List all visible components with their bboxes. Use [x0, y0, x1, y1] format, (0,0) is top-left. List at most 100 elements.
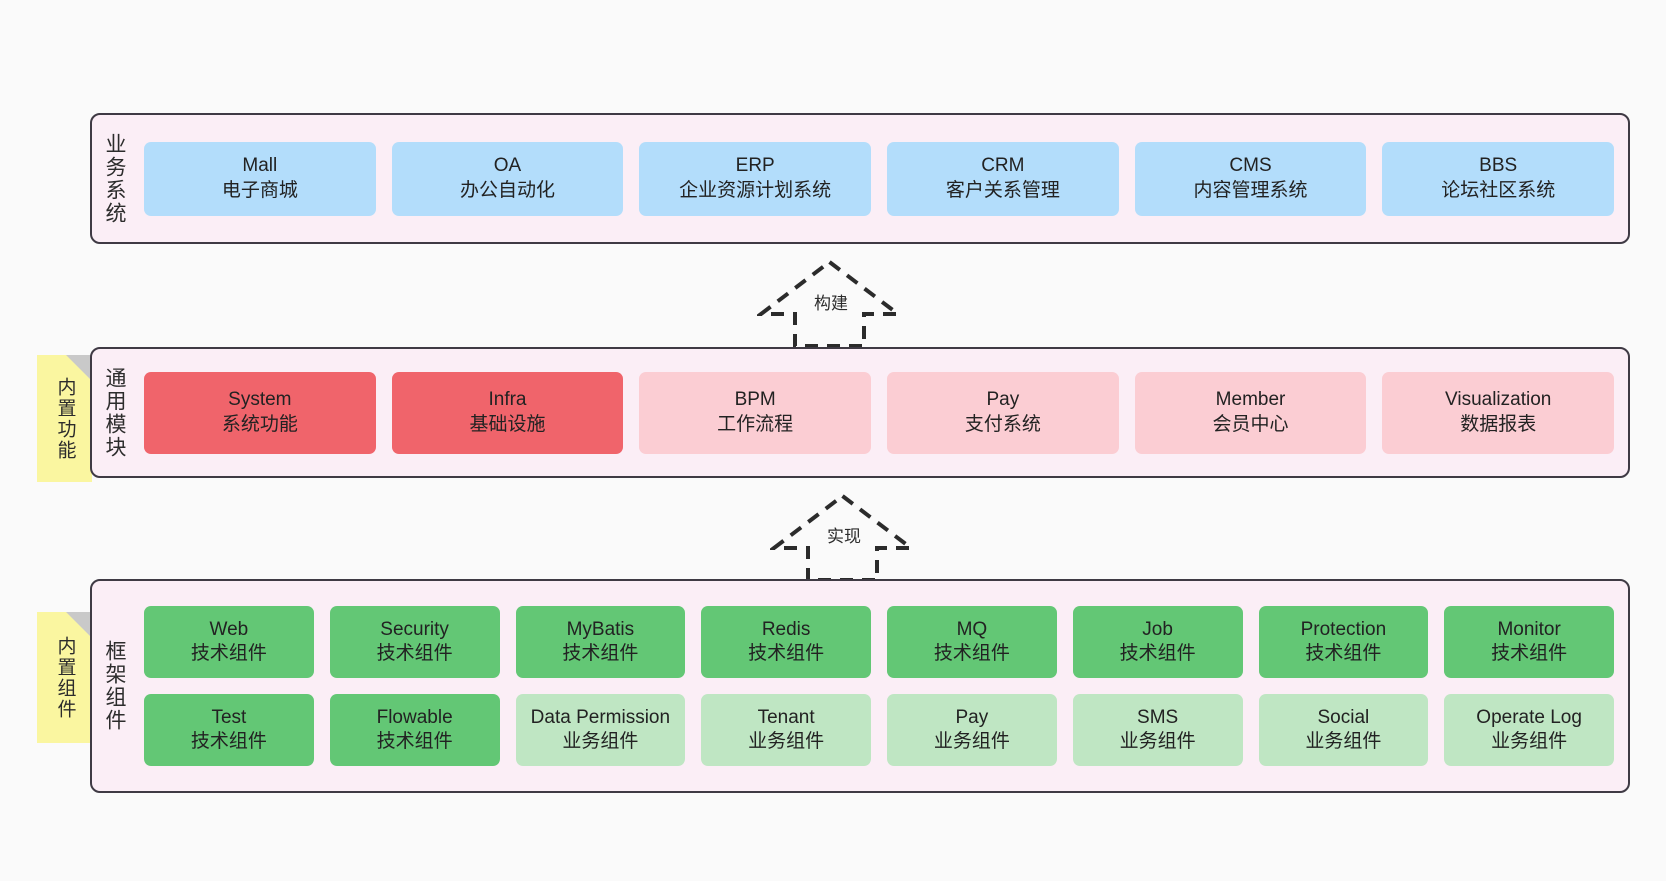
card-subtitle: 技术组件	[562, 643, 639, 664]
card-mq[interactable]: MQ 技术组件	[887, 606, 1057, 678]
card-title: Test	[211, 706, 247, 728]
card-sms[interactable]: SMS 业务组件	[1072, 694, 1243, 766]
card-test[interactable]: Test 技术组件	[144, 694, 314, 766]
layer-framework-components: 框架组件 Web 技术组件 Security 技术组件 MyBatis 技术组件…	[90, 579, 1630, 793]
connector-build-arrow-icon	[757, 259, 902, 348]
card-pay-component[interactable]: Pay 业务组件	[887, 694, 1057, 766]
card-title: MyBatis	[566, 618, 635, 640]
card-title: CMS	[1229, 155, 1272, 177]
card-subtitle: 业务组件	[562, 731, 639, 752]
card-title: Flowable	[376, 706, 453, 728]
card-subtitle: 技术组件	[933, 643, 1010, 664]
card-subtitle: 企业资源计划系统	[679, 179, 832, 201]
card-title: Tenant	[757, 706, 815, 728]
card-subtitle: 技术组件	[376, 643, 453, 664]
layer-title-business-systems: 业务系统	[103, 132, 127, 225]
card-row: Test 技术组件 Flowable 技术组件 Data Permission …	[144, 694, 1614, 766]
card-subtitle: 数据报表	[1460, 413, 1537, 435]
card-subtitle: 技术组件	[1305, 643, 1382, 664]
card-title: Mall	[242, 155, 278, 177]
layer-body-framework-components: Web 技术组件 Security 技术组件 MyBatis 技术组件 Redi…	[136, 581, 1628, 791]
card-crm[interactable]: CRM 客户关系管理	[887, 141, 1119, 216]
card-title: ERP	[735, 155, 775, 177]
card-title: Social	[1317, 706, 1370, 728]
card-visualization[interactable]: Visualization 数据报表	[1382, 371, 1615, 454]
card-subtitle: 技术组件	[1491, 643, 1568, 664]
card-title: SMS	[1137, 706, 1179, 728]
card-protection[interactable]: Protection 技术组件	[1258, 606, 1429, 678]
card-subtitle: 技术组件	[1119, 643, 1196, 664]
card-operate-log[interactable]: Operate Log 业务组件	[1444, 694, 1614, 766]
card-job[interactable]: Job 技术组件	[1072, 606, 1243, 678]
card-infra[interactable]: Infra 基础设施	[391, 371, 624, 454]
card-subtitle: 客户关系管理	[945, 179, 1060, 201]
card-security[interactable]: Security 技术组件	[329, 606, 500, 678]
card-subtitle: 支付系统	[964, 413, 1041, 435]
card-subtitle: 基础设施	[469, 413, 546, 435]
card-subtitle: 技术组件	[376, 731, 453, 752]
card-system[interactable]: System 系统功能	[144, 371, 376, 454]
card-data-permission[interactable]: Data Permission 业务组件	[515, 694, 686, 766]
page-fold-icon	[66, 355, 92, 381]
card-social[interactable]: Social 业务组件	[1258, 694, 1429, 766]
card-title: Protection	[1300, 618, 1387, 640]
card-subtitle: 业务组件	[1305, 731, 1382, 752]
card-subtitle: 办公自动化	[460, 179, 556, 201]
note-label: 内置组件	[54, 635, 76, 720]
layer-common-modules: 通用模块 System 系统功能 Infra 基础设施 BPM 工作流程 Pay…	[90, 347, 1630, 478]
card-title: Job	[1142, 618, 1173, 640]
card-monitor[interactable]: Monitor 技术组件	[1444, 606, 1614, 678]
card-mybatis[interactable]: MyBatis 技术组件	[515, 606, 686, 678]
card-title: Redis	[761, 618, 811, 640]
layer-title-framework-components: 框架组件	[103, 640, 127, 732]
card-subtitle: 电子商城	[221, 179, 298, 201]
layer-business-systems: 业务系统 Mall 电子商城 OA 办公自动化 ERP 企业资源计划系统 CRM…	[90, 113, 1630, 244]
card-subtitle: 业务组件	[1491, 731, 1568, 752]
card-title: Infra	[488, 389, 527, 411]
card-title: Monitor	[1497, 618, 1561, 640]
card-title: Pay	[955, 706, 989, 728]
card-tenant[interactable]: Tenant 业务组件	[701, 694, 871, 766]
card-pay-module[interactable]: Pay 支付系统	[887, 371, 1119, 454]
card-title: Visualization	[1445, 389, 1552, 411]
card-title: BBS	[1479, 155, 1518, 177]
card-bpm[interactable]: BPM 工作流程	[639, 371, 872, 454]
card-title: BPM	[734, 389, 776, 411]
layer-title-common-modules: 通用模块	[103, 366, 127, 459]
card-web[interactable]: Web 技术组件	[144, 606, 314, 678]
card-subtitle: 系统功能	[221, 413, 298, 435]
card-redis[interactable]: Redis 技术组件	[701, 606, 871, 678]
card-row: Web 技术组件 Security 技术组件 MyBatis 技术组件 Redi…	[144, 606, 1614, 678]
layer-body-common-modules: System 系统功能 Infra 基础设施 BPM 工作流程 Pay 支付系统…	[136, 349, 1628, 476]
card-subtitle: 工作流程	[717, 413, 794, 435]
card-oa[interactable]: OA 办公自动化	[391, 141, 624, 216]
card-flowable[interactable]: Flowable 技术组件	[329, 694, 500, 766]
card-member[interactable]: Member 会员中心	[1134, 371, 1367, 454]
page-fold-icon	[66, 612, 92, 638]
card-mall[interactable]: Mall 电子商城	[144, 141, 376, 216]
card-row: Mall 电子商城 OA 办公自动化 ERP 企业资源计划系统 CRM 客户关系…	[144, 141, 1615, 216]
card-bbs[interactable]: BBS 论坛社区系统	[1382, 141, 1615, 216]
card-cms[interactable]: CMS 内容管理系统	[1134, 141, 1367, 216]
card-title: Web	[209, 618, 249, 640]
connector-implement-label: 实现	[825, 522, 863, 547]
card-subtitle: 会员中心	[1212, 413, 1289, 435]
card-subtitle: 技术组件	[190, 731, 267, 752]
note-label: 内置功能	[54, 376, 76, 461]
layer-body-business-systems: Mall 电子商城 OA 办公自动化 ERP 企业资源计划系统 CRM 客户关系…	[136, 115, 1628, 242]
note-builtin-components: 内置组件	[37, 612, 92, 743]
note-builtin-functions: 内置功能	[37, 355, 92, 482]
card-subtitle: 业务组件	[933, 731, 1010, 752]
card-subtitle: 技术组件	[748, 643, 825, 664]
card-title: Data Permission	[530, 706, 671, 728]
card-subtitle: 业务组件	[1119, 731, 1196, 752]
card-subtitle: 论坛社区系统	[1441, 179, 1556, 201]
card-subtitle: 技术组件	[190, 643, 267, 664]
card-subtitle: 内容管理系统	[1193, 179, 1308, 201]
card-title: MQ	[956, 618, 988, 640]
card-title: Member	[1215, 389, 1286, 411]
card-title: Operate Log	[1476, 706, 1582, 728]
card-title: CRM	[981, 155, 1025, 177]
card-erp[interactable]: ERP 企业资源计划系统	[639, 141, 872, 216]
